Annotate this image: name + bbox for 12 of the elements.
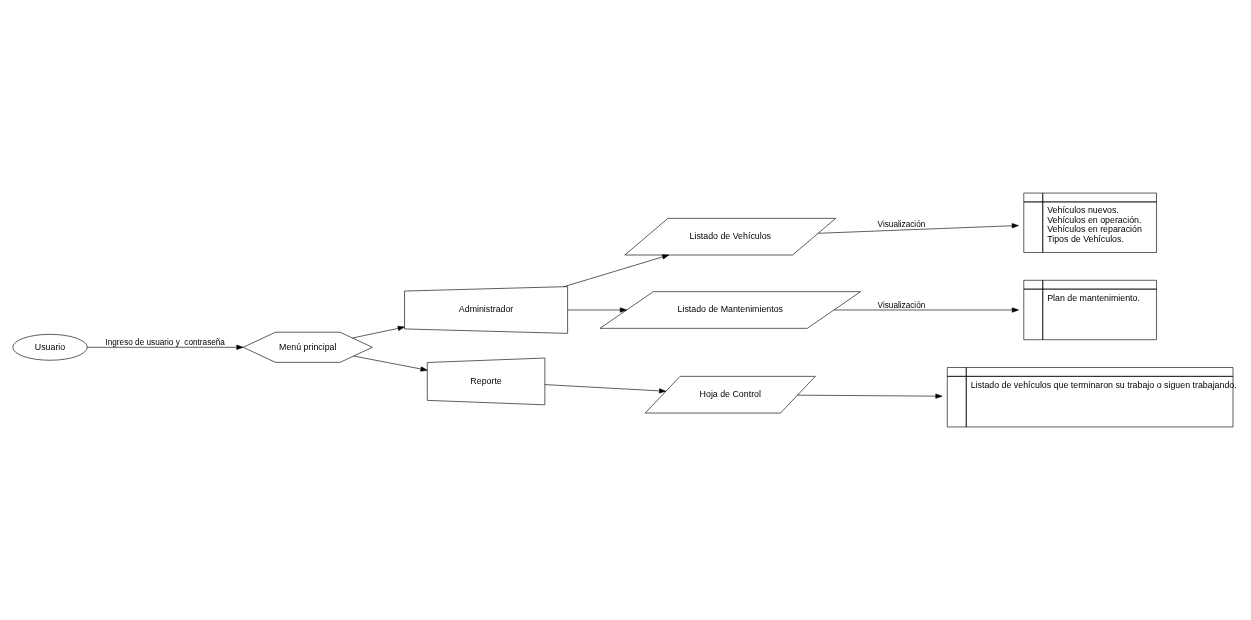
node-ellipse: Usuario [12, 334, 88, 361]
arrow [817, 223, 1019, 234]
arrow [352, 325, 405, 339]
arrow [567, 307, 627, 313]
arrow [86, 344, 244, 350]
arrow [353, 355, 428, 372]
arrow [563, 254, 670, 287]
arrow [544, 384, 667, 394]
node-box: Reporte [426, 357, 546, 406]
arrow [797, 393, 943, 399]
node-box: Administrador [404, 286, 568, 334]
arrow [833, 307, 1019, 313]
